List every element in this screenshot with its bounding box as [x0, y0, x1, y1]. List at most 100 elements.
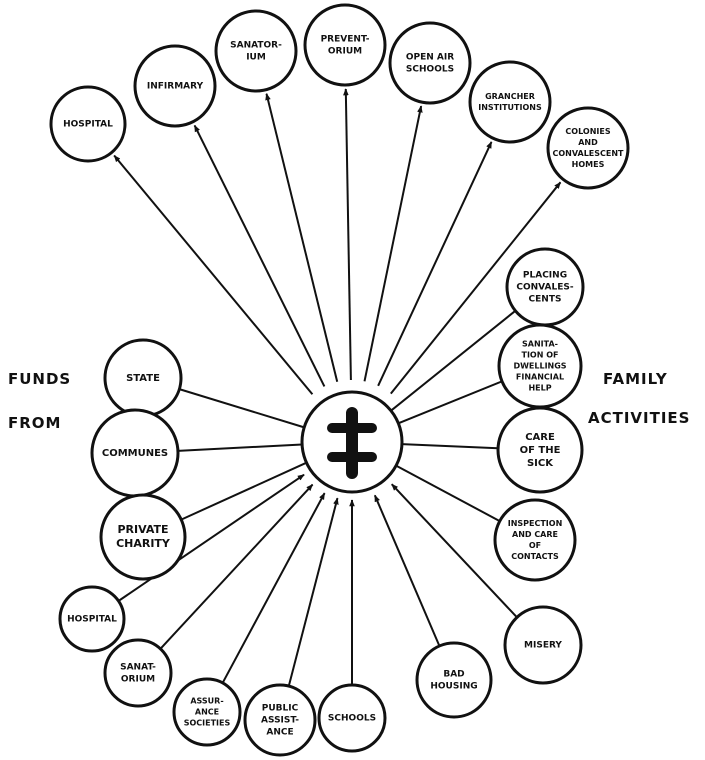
node-communes: COMMUNES — [90, 408, 180, 498]
node-circle — [503, 605, 583, 685]
center-cross-emblem — [300, 390, 404, 494]
node-label-line: SANITA- — [522, 340, 558, 349]
node-label-line: AND CARE — [512, 530, 558, 539]
node-sanatorium-bottom: SANAT- ORIUM — [103, 638, 173, 708]
node-circle — [58, 585, 126, 653]
node-label-line: ASSIST- — [261, 716, 299, 726]
node-label-line: SOCIETIES — [184, 719, 231, 728]
node-label-line: ASSUR- — [190, 697, 223, 706]
node-circle — [317, 683, 387, 753]
node-circle — [303, 3, 387, 87]
node-label-line: HOMES — [572, 160, 605, 169]
arrow-colonies-convalescent-homes — [390, 181, 562, 395]
node-label-line: COMMUNES — [102, 448, 168, 459]
node-label-line: HOUSING — [430, 682, 477, 692]
arrow-bad-housing — [373, 494, 441, 647]
node-label-line: TION OF — [522, 351, 559, 360]
node-hospital-top: HOSPITAL — [49, 85, 127, 163]
node-label-line: DWELLINGS — [513, 362, 566, 371]
connector-communes — [177, 443, 303, 452]
arrow-sanatorium-bottom — [159, 483, 314, 650]
node-label-line: STATE — [126, 373, 160, 384]
from-label: FROM — [8, 414, 61, 432]
node-circle — [415, 641, 493, 719]
node-label-line: INFIRMARY — [147, 82, 204, 92]
node-label-line: PREVENT- — [321, 35, 370, 45]
arrow-misery — [391, 483, 518, 619]
node-label-line: CHARITY — [116, 537, 171, 550]
arrow-infirmary — [193, 124, 326, 387]
node-label-line: GRANCHER — [485, 92, 535, 101]
node-circle — [103, 638, 173, 708]
node-assurance-societies: ASSUR- ANCE SOCIETIES — [172, 677, 242, 747]
connector-placing-convalescents — [390, 310, 516, 412]
family-label: FAMILY — [603, 370, 668, 388]
node-bad-housing: BAD HOUSING — [415, 641, 493, 719]
node-circle — [214, 9, 298, 93]
node-circle — [493, 498, 577, 582]
arrow-public-assistance — [287, 497, 339, 687]
node-circle — [496, 406, 584, 494]
node-label-line: MISERY — [524, 641, 562, 651]
node-circle — [133, 44, 217, 128]
node-circle — [468, 60, 552, 144]
node-circle — [546, 106, 630, 190]
node-circle — [172, 677, 242, 747]
node-label-line: PRIVATE — [117, 523, 168, 536]
node-label-line: CONVALES- — [516, 283, 573, 293]
node-label-line: IUM — [246, 53, 266, 63]
node-infirmary: INFIRMARY — [133, 44, 217, 128]
node-layer: HOSPITAL INFIRMARY SANATOR- IUM PREVENT- ORIU… — [49, 3, 630, 757]
node-circle — [99, 493, 187, 581]
node-label-line: HOSPITAL — [67, 615, 117, 625]
connector-layer — [113, 88, 562, 687]
node-grancher-institutions: GRANCHER INSTITUTIONS — [468, 60, 552, 144]
arrow-grancher-institutions — [377, 141, 493, 387]
node-label-line: HOSPITAL — [63, 120, 113, 130]
node-label-line: SANAT- — [120, 663, 156, 673]
arrow-assurance-societies — [221, 492, 326, 684]
arrow-hospital-top — [113, 154, 314, 395]
node-label-line: PLACING — [523, 271, 567, 281]
node-misery: MISERY — [503, 605, 583, 685]
activities-label: ACTIVITIES — [588, 409, 690, 427]
node-label-line: PUBLIC — [262, 704, 299, 714]
arrow-sanatorium-top — [265, 93, 339, 383]
node-label-line: INSTITUTIONS — [478, 103, 542, 112]
connector-state — [179, 388, 305, 429]
connector-care-of-the-sick — [401, 443, 499, 450]
connector-inspection-care-contacts — [395, 464, 501, 522]
node-label-line: ORIUM — [121, 675, 155, 685]
node-label-line: SICK — [527, 458, 554, 469]
node-hospital-bottom: HOSPITAL — [58, 585, 126, 653]
node-label-line: ANCE — [266, 728, 293, 738]
node-label-line: CONVALESCENT — [552, 149, 624, 158]
node-sanatorium-top: SANATOR- IUM — [214, 9, 298, 93]
node-schools: SCHOOLS — [317, 683, 387, 753]
node-label-line: CARE — [525, 432, 555, 443]
node-public-assistance: PUBLIC ASSIST- ANCE — [243, 683, 317, 757]
node-label-line: SCHOOLS — [328, 714, 376, 724]
node-label-line: CONTACTS — [511, 552, 559, 561]
node-label-line: BAD — [443, 670, 464, 680]
node-label-line: ORIUM — [328, 47, 362, 57]
arrow-open-air-schools — [363, 105, 423, 382]
connector-private-charity — [180, 461, 307, 521]
node-label-line: FINANCIAL — [516, 373, 564, 382]
double-barred-cross-icon — [327, 407, 377, 479]
node-preventorium: PREVENT- ORIUM — [303, 3, 387, 87]
node-label-line: COLONIES — [565, 127, 610, 136]
node-label-line: INSPECTION — [508, 519, 563, 528]
node-circle — [388, 21, 472, 105]
node-circle — [49, 85, 127, 163]
node-label-line: SANATOR- — [230, 41, 282, 51]
node-label-line: ANCE — [195, 708, 219, 717]
